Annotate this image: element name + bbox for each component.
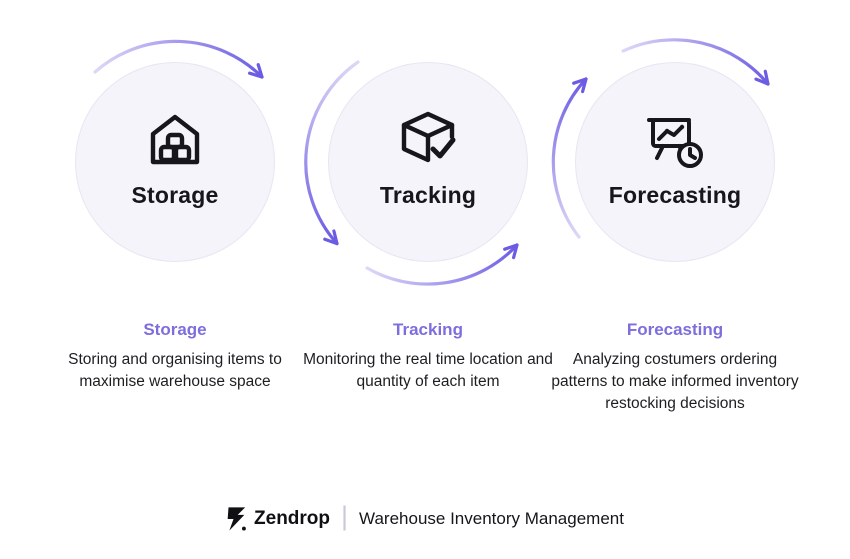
tracking-heading: Tracking [393,320,463,339]
brand-name: Zendrop [254,507,331,529]
tracking-description: Monitoring the real time location and qu… [303,351,553,390]
forecasting-heading: Forecasting [626,320,724,339]
forecasting-circle-label: Forecasting [608,181,742,208]
brand-wrap: Zendrop [226,506,331,531]
forecast-board-icon [643,108,707,172]
forecasting-description: Analyzing costumers ordering patterns to… [551,351,799,412]
storage-description: Storing and organising items to maximise… [68,351,282,390]
tracking-circle-label: Tracking [379,181,477,208]
step-storage: Storage Storage Storing and organising i… [35,62,315,393]
step-tracking: Tracking Tracking Monitoring the real ti… [288,62,568,393]
forecasting-circle: Forecasting [575,62,775,262]
tracking-circle: Tracking [328,62,528,262]
storage-heading: Storage [143,320,207,339]
storage-circle-label: Storage [131,181,219,208]
footer: Zendrop | Warehouse Inventory Management [0,501,850,532]
footer-title: Warehouse Inventory Management [359,508,624,528]
box-check-icon [396,108,460,172]
step-forecasting: Forecasting Forecasting Analyzing costum… [535,62,815,415]
storage-circle: Storage [75,62,275,262]
footer-divider: | [341,501,349,531]
warehouse-icon [143,108,207,172]
zendrop-bolt-icon [226,506,246,531]
